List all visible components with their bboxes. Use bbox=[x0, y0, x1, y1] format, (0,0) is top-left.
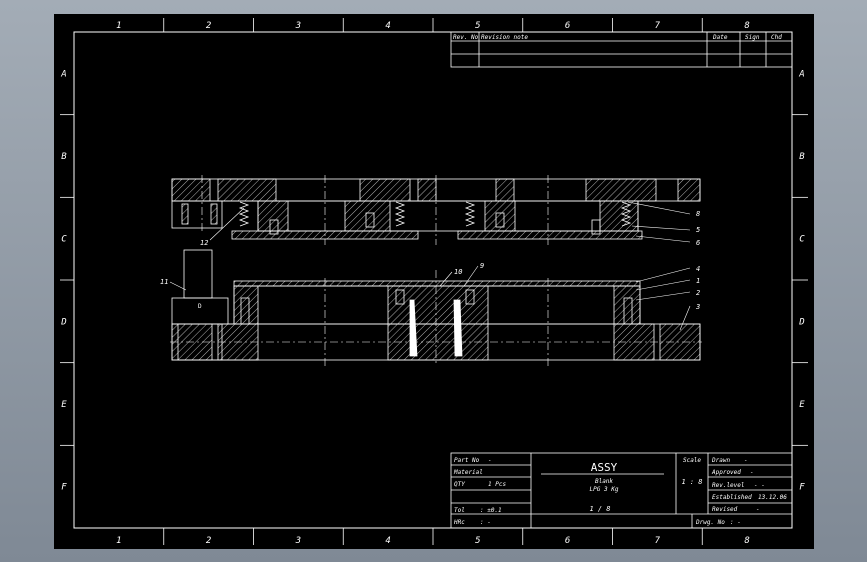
callout-4: 4 bbox=[696, 265, 700, 273]
callout-1: 1 bbox=[696, 277, 700, 285]
tb-title: ASSY bbox=[591, 461, 618, 474]
callout-3: 3 bbox=[695, 303, 700, 311]
zone-col-top-2: 2 bbox=[206, 21, 211, 31]
callout-5: 5 bbox=[696, 226, 700, 234]
zone-row-right-E: E bbox=[799, 400, 805, 410]
zone-col-bottom-6: 6 bbox=[565, 536, 570, 546]
revision-table bbox=[450, 31, 793, 68]
zone-col-bottom-1: 1 bbox=[116, 536, 121, 546]
tb-tol-label: Tol bbox=[454, 507, 465, 514]
zone-row-right-D: D bbox=[798, 317, 804, 327]
rev-header-sign: Sign bbox=[745, 34, 760, 41]
tb-established-value: 13.12.06 bbox=[758, 494, 787, 501]
tb-qty-label: QTY bbox=[454, 481, 465, 488]
zone-col-top-1: 1 bbox=[116, 21, 121, 31]
callout-leaders bbox=[169, 201, 691, 331]
tb-scale-label: Scale bbox=[683, 457, 701, 464]
tb-revised-label: Revised bbox=[712, 506, 738, 513]
title-block-grid bbox=[450, 452, 793, 529]
tb-part-no-value: - bbox=[488, 457, 492, 464]
tb-revised-value: - bbox=[756, 506, 760, 513]
tb-qty-value: 1 Pcs bbox=[488, 481, 506, 488]
tb-hrc-value: : - bbox=[480, 519, 491, 526]
tb-hrc-label: HRc bbox=[453, 519, 465, 526]
callout-12: 12 bbox=[200, 239, 208, 247]
tb-tol-value: : ±0.1 bbox=[480, 507, 502, 514]
tb-scale-value: 1 : 8 bbox=[681, 478, 702, 486]
zone-row-left-E: E bbox=[61, 400, 67, 410]
zone-row-labels-left: A B C D E F bbox=[60, 69, 67, 492]
rev-header-chd: Chd bbox=[771, 34, 782, 41]
zone-row-left-F: F bbox=[61, 483, 67, 493]
upper-centerlines bbox=[201, 175, 549, 245]
rev-header-date: Date bbox=[712, 34, 728, 41]
zone-row-left-D: D bbox=[60, 317, 66, 327]
zone-col-top-7: 7 bbox=[655, 21, 661, 31]
tb-established-label: Established bbox=[712, 494, 752, 501]
callout-2: 2 bbox=[696, 289, 700, 297]
tb-revlevel-label: Rev.level bbox=[712, 482, 745, 489]
part-label-d: D bbox=[198, 303, 202, 310]
rev-header-note: Revision note bbox=[481, 34, 528, 41]
callout-10: 10 bbox=[454, 268, 462, 276]
zone-column-labels-top: 1 2 3 4 5 6 7 8 bbox=[116, 21, 750, 31]
tb-subtitle-2: LPG 3 Kg bbox=[590, 486, 619, 493]
zone-col-bottom-3: 3 bbox=[295, 536, 301, 546]
zone-row-left-A: A bbox=[60, 69, 66, 79]
tb-sheet: 1 / 8 bbox=[589, 505, 610, 513]
rev-header-revno: Rev. No bbox=[453, 34, 479, 41]
zone-tick-marks bbox=[60, 18, 808, 545]
zone-col-bottom-4: 4 bbox=[385, 536, 390, 546]
zone-row-right-A: A bbox=[798, 69, 804, 79]
callout-6: 6 bbox=[696, 239, 700, 247]
zone-col-bottom-2: 2 bbox=[206, 536, 211, 546]
zone-row-right-F: F bbox=[799, 483, 805, 493]
tb-drawn-label: Drawn bbox=[711, 457, 730, 464]
tb-material-label: Material bbox=[453, 469, 483, 476]
zone-col-top-8: 8 bbox=[744, 21, 749, 31]
zone-col-top-3: 3 bbox=[295, 21, 301, 31]
zone-col-bottom-7: 7 bbox=[655, 536, 661, 546]
callout-8: 8 bbox=[696, 210, 700, 218]
callout-9: 9 bbox=[480, 262, 484, 270]
tb-approved-value: - bbox=[750, 469, 754, 476]
zone-col-bottom-5: 5 bbox=[475, 536, 480, 546]
tb-part-no-label: Part No bbox=[454, 457, 480, 464]
zone-row-left-C: C bbox=[61, 235, 67, 245]
zone-col-top-5: 5 bbox=[475, 21, 480, 31]
zone-col-top-4: 4 bbox=[385, 21, 390, 31]
zone-col-top-6: 6 bbox=[565, 21, 570, 31]
tb-revlevel-value: - - bbox=[754, 482, 765, 489]
zone-row-right-C: C bbox=[799, 235, 805, 245]
zone-row-right-B: B bbox=[799, 152, 805, 162]
tb-subtitle-1: Blank bbox=[595, 478, 613, 485]
tb-drwg-value: : - bbox=[730, 519, 741, 526]
lower-centerlines bbox=[170, 270, 702, 366]
zone-row-left-B: B bbox=[61, 152, 67, 162]
zone-column-labels-bottom: 1 2 3 4 5 6 7 8 bbox=[116, 536, 750, 546]
zone-row-labels-right: A B C D E F bbox=[798, 69, 805, 492]
zone-col-bottom-8: 8 bbox=[744, 536, 749, 546]
tb-drwg-label: Drwg. No bbox=[695, 519, 725, 526]
tb-drawn-value: - bbox=[744, 457, 748, 464]
callout-11: 11 bbox=[160, 278, 168, 286]
tb-approved-label: Approved bbox=[711, 469, 741, 476]
